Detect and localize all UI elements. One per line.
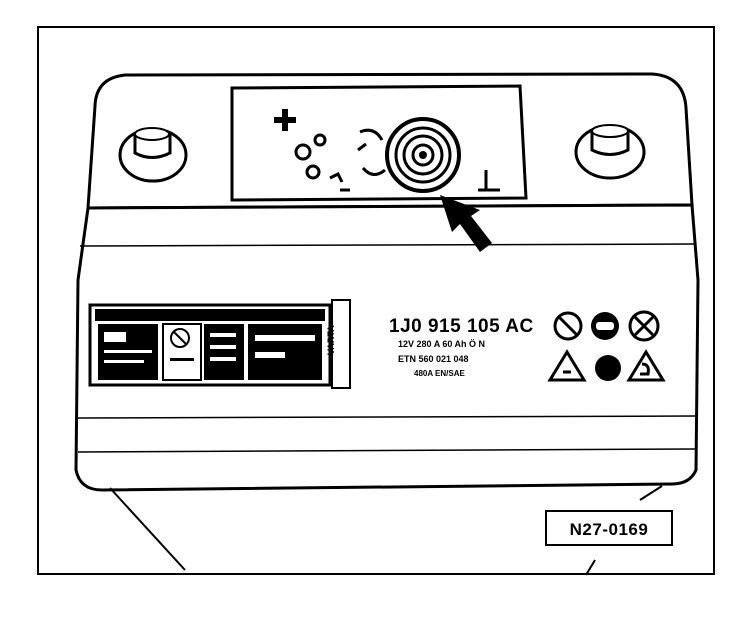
terminal-right-icon — [574, 124, 646, 180]
support-line-bottom — [585, 559, 596, 576]
vent-marks-icon — [478, 170, 500, 192]
cert-text: 480A EN/SAE — [414, 369, 465, 378]
spec-text: 12V 280 A 60 Ah Ö N — [398, 339, 486, 349]
warning-label-sticker — [88, 299, 351, 389]
part-number-text: 1J0 915 105 AC — [389, 316, 534, 337]
goggles-icon — [591, 312, 619, 340]
body-bottom-line — [77, 448, 697, 453]
figure-frame — [37, 26, 715, 575]
support-line-right — [639, 485, 663, 501]
figure-reference-label: N27-0169 — [545, 510, 673, 546]
body-lower-line — [77, 415, 697, 419]
hydrometer-marks-icon — [294, 128, 386, 192]
recycle-triangle-icon — [626, 349, 666, 382]
support-line-left — [109, 487, 186, 571]
arrow-icon — [440, 195, 492, 252]
dot-icon — [595, 355, 621, 381]
body-groove — [79, 243, 695, 247]
brand-vertical-text: VARTA — [326, 325, 336, 355]
charge-indicator-eye-icon — [385, 117, 461, 193]
etn-text: ETN 560 021 048 — [398, 354, 469, 364]
terminal-left-icon — [118, 127, 188, 183]
plus-sign-icon — [274, 109, 296, 131]
battery-body — [74, 203, 700, 492]
center-panel — [230, 84, 528, 202]
acid-triangle-icon — [547, 349, 587, 382]
no-smoking-icon — [553, 311, 583, 341]
no-flame-icon — [628, 310, 660, 342]
